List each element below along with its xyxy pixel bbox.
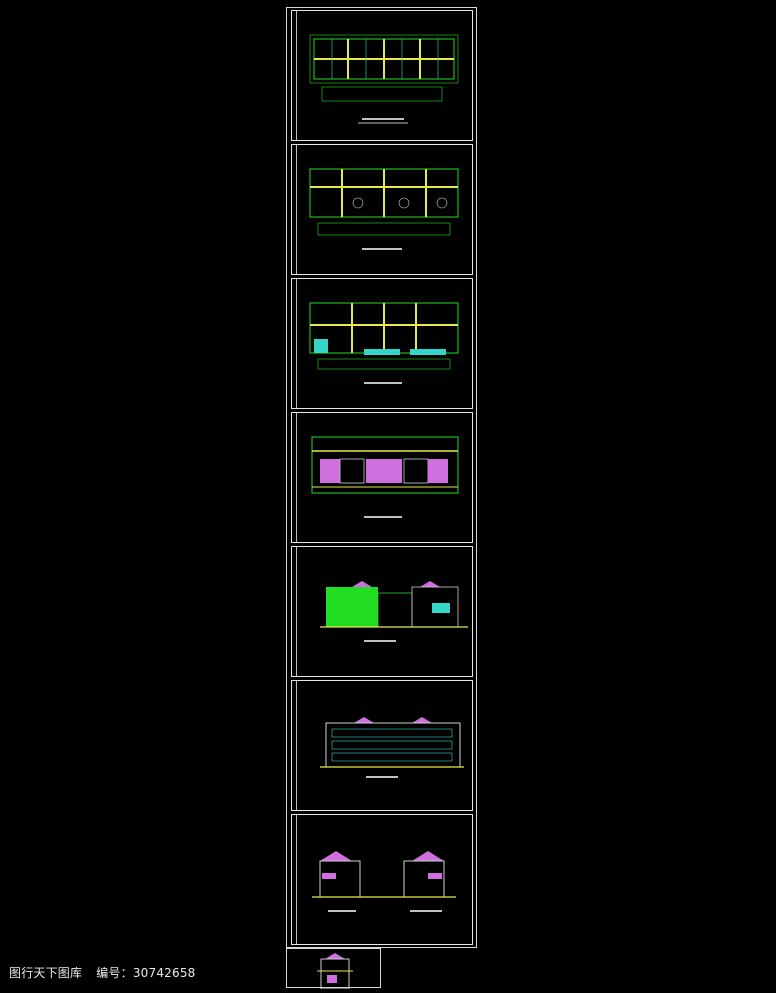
title-strip [292,413,297,542]
sheet-floor-plan-2[interactable] [291,144,473,275]
title-strip [292,547,297,676]
sheet-roof-plan[interactable] [291,412,473,543]
sheet-side-elevations[interactable] [291,814,473,945]
title-strip [292,145,297,274]
side-elevations-drawing [312,851,456,912]
floor-plan-drawing [309,302,459,384]
watermark-site: 图行天下图库 [9,966,83,980]
sheet-floor-plan-3[interactable] [291,278,473,409]
sheet-rear-elevation[interactable] [291,680,473,811]
watermark-id: 编号：30742658 [96,966,196,980]
floor-plan-drawing [309,168,459,250]
sheet-front-elevation[interactable] [291,546,473,677]
title-strip [292,815,297,944]
floor-plan-drawing [309,34,459,124]
elevation-drawing [320,581,468,642]
roof-plan-drawing [311,436,459,518]
watermark: 图行天下图库 编号：30742658 [9,964,206,981]
drawing-sheet-stack [286,7,477,948]
section-drawing [317,953,353,990]
sheet-floor-plan-1[interactable] [291,10,473,141]
sheet-section-preview[interactable] [286,948,381,990]
elevation-drawing [320,717,464,778]
title-strip [292,279,297,408]
title-strip [292,11,297,140]
title-strip [292,681,297,810]
